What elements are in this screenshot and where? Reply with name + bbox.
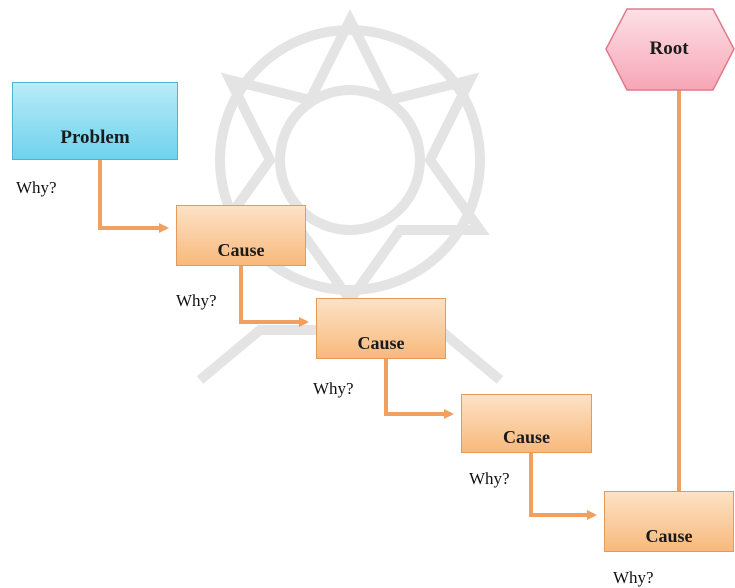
why-label-3: Why? (313, 379, 354, 398)
connector-cause1-cause2 (239, 266, 309, 327)
connector-cause3-cause4 (529, 453, 597, 520)
cause-box-3: Cause (461, 394, 592, 453)
why-label-1: Why? (16, 178, 57, 197)
root-label: Root (649, 38, 689, 59)
cause-box-4: Cause (604, 491, 734, 552)
problem-label: Problem (60, 127, 130, 148)
connector-cause2-cause3 (384, 359, 454, 419)
cause-label-3: Cause (502, 427, 550, 447)
why-label-5: Why? (613, 568, 654, 587)
cause-box-1: Cause (176, 205, 306, 266)
cause-box-2: Cause (316, 298, 446, 359)
why-label-2: Why? (176, 291, 217, 310)
cause-label-1: Cause (217, 240, 265, 260)
connector-problem-cause1 (98, 160, 169, 233)
root-hexagon (605, 8, 735, 91)
cause-label-4: Cause (645, 526, 693, 546)
problem-box: Problem (12, 82, 178, 160)
cause-label-2: Cause (357, 333, 405, 353)
why-label-4: Why? (469, 469, 510, 488)
